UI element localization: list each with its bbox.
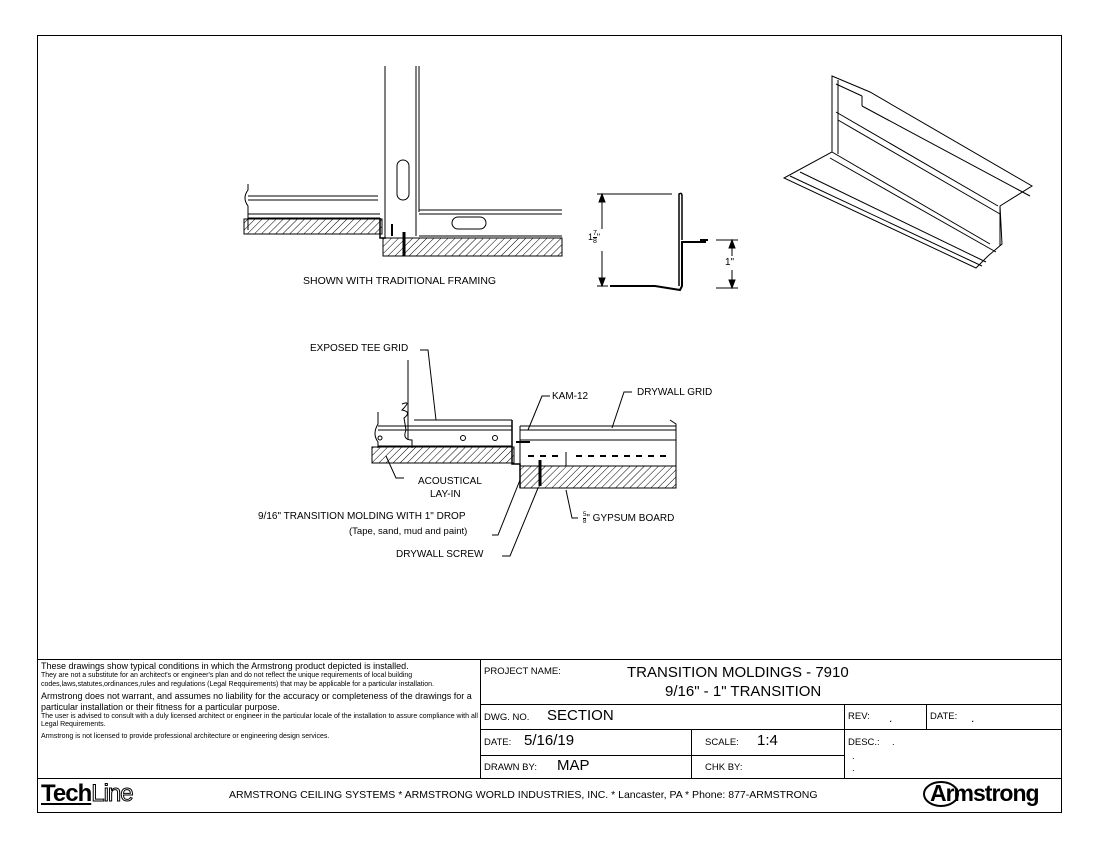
date-value: 5/16/19 [524,732,575,749]
desc-value: . [892,737,895,748]
dim-height-num: 7 [593,230,597,238]
date2-value: . [971,711,975,725]
scale-value: 1:4 [757,732,778,749]
date-label: DATE: [484,737,512,748]
callout-lay-in: LAY-IN [430,489,461,500]
drawing-sheet [37,35,1062,813]
callout-drywall-grid: DRYWALL GRID [637,387,713,398]
disclaimer-line-3: Armstrong does not warrant, and assumes … [41,691,472,712]
gypsum-den: 8 [583,519,587,525]
callout-kam: KAM-12 [552,391,589,402]
disclaimer-line-1: These drawings show typical conditions i… [41,661,409,671]
chk-by-label: CHK BY: [705,762,743,773]
callout-exposed-tee: EXPOSED TEE GRID [310,343,409,354]
framing-caption: SHOWN WITH TRADITIONAL FRAMING [303,275,497,287]
gypsum-label: " GYPSUM BOARD [586,513,675,525]
footer-company-info: ARMSTRONG CEILING SYSTEMS * ARMSTRONG WO… [229,789,818,801]
desc-dot-1: . [852,751,855,762]
drawn-by-label: DRAWN BY: [484,762,537,773]
project-name-line-1: TRANSITION MOLDINGS - 7910 [627,664,849,681]
dwg-no-label: DWG. NO. [484,712,530,723]
gypsum-num: 5 [583,512,587,519]
disclaimer-line-5: Armstrong is not licensed to provide pro… [41,732,330,740]
dwg-no-value: SECTION [547,707,614,724]
dim-height-den: 8 [593,238,597,245]
desc-label: DESC.: [848,737,880,748]
framing-detail [243,66,563,257]
scale-label: SCALE: [705,737,739,748]
armstrong-logo-text: Armstrong [930,780,1040,806]
callout-molding-note: (Tape, sand, mud and paint) [349,526,468,537]
callout-acoustical: ACOUSTICAL [418,476,482,487]
callout-molding: 9/16" TRANSITION MOLDING WITH 1" DROP [258,511,466,522]
techline-logo: TechLine [41,780,134,808]
dim-height-whole: 1 [588,231,594,242]
title-block: These drawings show typical conditions i… [37,659,1062,813]
isometric-molding [782,75,1033,269]
molding-profile [597,192,738,292]
armstrong-logo-mark [923,781,959,807]
dim-height-unit: " [596,231,601,242]
drawn-by-value: MAP [557,757,590,774]
project-name-line-2: 9/16" - 1" TRANSITION [665,683,822,700]
date2-label: DATE: [930,711,958,722]
section-detail [371,349,677,557]
project-name-label: PROJECT NAME: [484,666,561,677]
desc-dot-2: . [852,763,855,774]
disclaimer-line-4: The user is advised to consult with a du… [41,713,478,729]
armstrong-logo: Armstrong [921,779,1057,809]
rev-label: REV: [848,711,870,722]
disclaimer: These drawings show typical conditions i… [41,662,478,741]
dim-drop-label: 1" [725,257,735,268]
disclaimer-line-2: They are not a substitute for an archite… [41,672,434,688]
callout-screw: DRYWALL SCREW [396,549,484,560]
rev-value: . [889,711,893,725]
